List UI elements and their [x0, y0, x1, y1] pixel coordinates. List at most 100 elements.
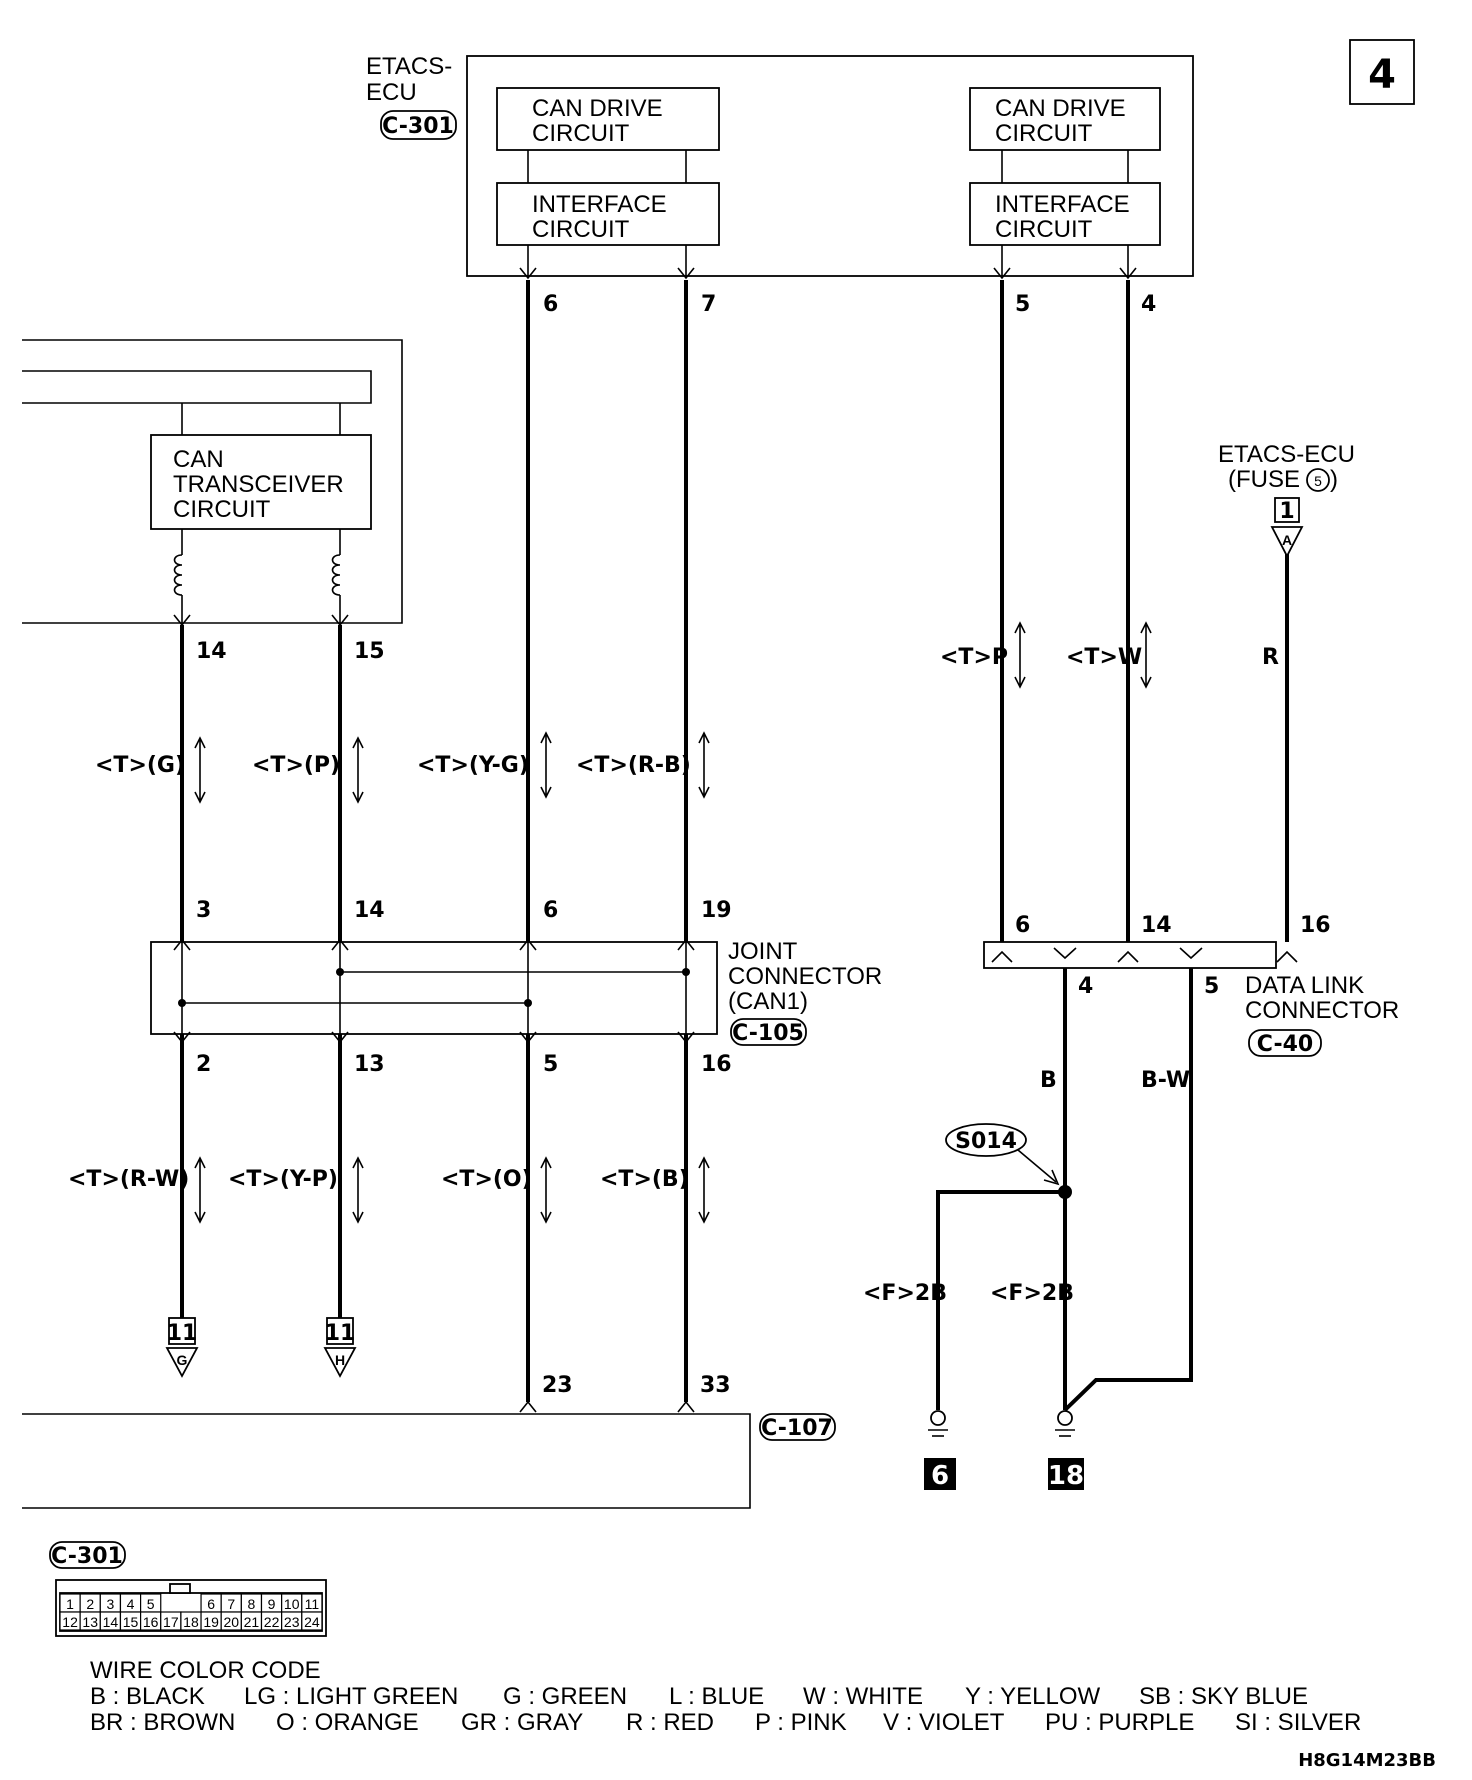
connector-cell: 1 [59, 1593, 81, 1613]
dlc-top-pin-16: 16 [1300, 913, 1331, 938]
connector-pin-label: 5 [147, 1596, 155, 1612]
ground-number-6: 6 [931, 1461, 949, 1491]
connector-cell: 11 [301, 1593, 323, 1613]
connector-cell: 5 [140, 1593, 162, 1613]
transceiver-l1: CAN [173, 446, 224, 473]
joint-label-l3: (CAN1) [728, 988, 808, 1015]
connector-cell: 20 [220, 1611, 242, 1631]
connector-cell: 7 [220, 1593, 242, 1613]
connector-cell: 16 [140, 1611, 162, 1631]
ref-11g-num: 11 [167, 1321, 198, 1346]
connector-pin-label: 10 [284, 1596, 300, 1612]
page-number-box: 4 [1349, 39, 1415, 105]
connector-cell: 17 [160, 1611, 182, 1631]
wire-label-t-p: <T>P [940, 645, 1008, 670]
connector-pin-label: 8 [248, 1596, 256, 1612]
etacs-pin-5: 5 [1015, 292, 1030, 317]
transceiver-l3: CIRCUIT [173, 496, 271, 523]
connector-cell: 8 [240, 1593, 263, 1613]
etacs-ecu: ETACS- ECU C-301 CAN DRIVE CIRCUIT INTER… [366, 53, 1194, 317]
ground-left-label: <F>2B [863, 1281, 947, 1306]
left-can-drive-l2: CIRCUIT [532, 120, 630, 147]
connector-cell: 9 [260, 1593, 283, 1613]
fuse-line2-prefix: (FUSE [1228, 466, 1300, 493]
connector-cell: 18 [180, 1611, 202, 1631]
joint-top-pin-3: 3 [196, 898, 211, 923]
connector-cell: 2 [79, 1593, 101, 1613]
data-link-wires: <T>P <T>W R [940, 280, 1289, 942]
connector-cell: 19 [200, 1611, 222, 1631]
joint-connector-label: C-105 [732, 1021, 804, 1046]
upper-wire-labels: <T>(G) <T>(P) <T>(Y-G) <T>(R-B) [95, 732, 710, 803]
joint-top-pin-19: 19 [701, 898, 732, 923]
coil-icon [173, 529, 183, 623]
cv-connector-label: C-301 [51, 1544, 123, 1569]
joint-bottom-pin-16: 16 [701, 1052, 732, 1077]
wire-label-b-ground: B [1040, 1068, 1057, 1093]
off-page-ref-11h: 11 H [323, 1317, 357, 1378]
c107-pin-23: 23 [542, 1373, 573, 1398]
wire-label-g: <T>(G) [95, 753, 185, 778]
wire-label-b-w: B-W [1141, 1068, 1190, 1093]
joint-label-l2: CONNECTOR [728, 963, 882, 990]
connector-pin-label: 7 [227, 1596, 235, 1612]
legend-entry: B : BLACK [90, 1683, 205, 1710]
ground-icon [928, 1410, 948, 1437]
diagram-code: H8G14M23BB [1298, 1750, 1436, 1771]
legend-entry: Y : YELLOW [965, 1683, 1101, 1710]
connector-pin-label: 14 [103, 1614, 119, 1630]
connector-cell: 4 [119, 1593, 142, 1613]
etacs-pin-4: 4 [1141, 292, 1156, 317]
right-can-drive-l2: CIRCUIT [995, 120, 1093, 147]
data-link-connector: 6 14 16 4 5 DATA LINK CONNECTOR C-40 [983, 913, 1399, 1057]
connector-cell: 10 [281, 1593, 303, 1613]
etacs-pin-7: 7 [701, 292, 716, 317]
connector-cell: 23 [281, 1611, 303, 1631]
legend-entry: L : BLUE [669, 1683, 764, 1710]
connector-cell: 6 [200, 1593, 222, 1613]
splice-label: S014 [955, 1129, 1017, 1154]
dlc-bottom-pin-4: 4 [1078, 974, 1093, 999]
connector-pin-label: 11 [305, 1596, 320, 1612]
can-transceiver-module: CAN TRANSCEIVER CIRCUIT 14 15 [22, 339, 403, 664]
left-interface-l2: CIRCUIT [532, 216, 630, 243]
wire-label-y-p: <T>(Y-P) [228, 1167, 338, 1192]
right-interface-l2: CIRCUIT [995, 216, 1093, 243]
connector-cell: 12 [59, 1611, 81, 1631]
legend-entry: P : PINK [755, 1709, 847, 1736]
legend-entry: W : WHITE [803, 1683, 923, 1710]
legend-entry: V : VIOLET [883, 1709, 1005, 1736]
legend-entry: SB : SKY BLUE [1139, 1683, 1308, 1710]
fuse-ref-box: 1 [1279, 499, 1294, 524]
connector-pin-label: 24 [304, 1614, 320, 1630]
off-page-ref-11g: 11 G [165, 1317, 199, 1378]
connector-pin-label: 12 [62, 1614, 78, 1630]
connector-pin-label: 18 [183, 1614, 199, 1630]
connector-pin-label: 20 [223, 1614, 239, 1630]
fuse-line2-suffix: ) [1330, 466, 1338, 493]
connector-pin-label: 15 [123, 1614, 139, 1630]
joint-label-l1: JOINT [728, 938, 798, 965]
legend-entry: LG : LIGHT GREEN [244, 1683, 458, 1710]
connector-cell: 3 [99, 1593, 122, 1613]
legend-entry: BR : BROWN [90, 1709, 235, 1736]
can-wires [180, 280, 688, 1402]
bottom-connector: 23 33 C-107 [22, 1373, 836, 1509]
connector-pin-label: 13 [82, 1614, 98, 1630]
fuse-ref-letter: A [1282, 532, 1292, 548]
left-interface-l1: INTERFACE [532, 191, 667, 218]
etacs-title-line2: ECU [366, 79, 417, 106]
dlc-top-pin-14: 14 [1141, 913, 1172, 938]
fuse-source: ETACS-ECU (FUSE 5 ) 1 A [1218, 441, 1355, 558]
coil-icon [331, 529, 341, 623]
joint-top-pin-14: 14 [354, 898, 385, 923]
transceiver-pin-15: 15 [354, 639, 385, 664]
connector-pin-label: 22 [264, 1614, 280, 1630]
legend-entry: R : RED [626, 1709, 714, 1736]
